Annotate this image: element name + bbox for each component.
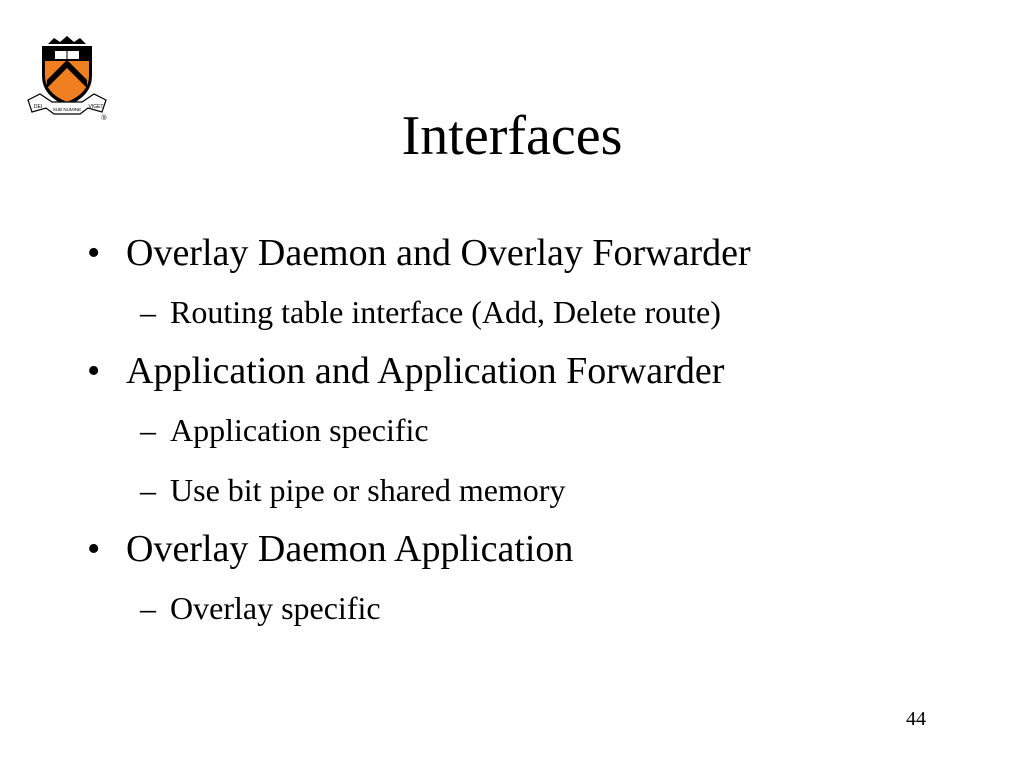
sub-marker: –: [140, 412, 156, 448]
bullet-item: • Overlay Daemon Application: [0, 520, 1024, 578]
motto-right: VIGET: [88, 104, 103, 110]
bullet-text: Overlay Daemon and Overlay Forwarder: [126, 232, 751, 274]
motto-center: SUB NUMINE: [53, 107, 81, 112]
shield-chevron: [47, 60, 87, 88]
sub-marker: –: [140, 294, 156, 330]
bullet-marker: •: [87, 350, 101, 392]
bullet-marker: •: [87, 528, 101, 570]
shield-crown: [48, 36, 86, 44]
sub-marker: –: [140, 472, 156, 508]
sub-text: Use bit pipe or shared memory: [170, 472, 566, 508]
page-number: 44: [906, 708, 926, 730]
sub-text: Overlay specific: [170, 590, 381, 626]
sub-item: – Application specific: [0, 400, 1024, 460]
sub-text: Application specific: [170, 412, 429, 448]
motto-left: DEI: [34, 104, 42, 110]
university-shield-logo: DEI SUB NUMINE VIGET ®: [27, 36, 107, 122]
bullet-list: • Overlay Daemon and Overlay Forwarder –…: [0, 224, 1024, 638]
shield-orange-field: [45, 49, 89, 102]
sub-text: Routing table interface (Add, Delete rou…: [170, 294, 721, 330]
sub-item: – Overlay specific: [0, 578, 1024, 638]
registered-mark: ®: [101, 114, 107, 122]
sub-item: – Routing table interface (Add, Delete r…: [0, 282, 1024, 342]
sub-item: – Use bit pipe or shared memory: [0, 460, 1024, 520]
bullet-item: • Overlay Daemon and Overlay Forwarder: [0, 224, 1024, 282]
slide-title: Interfaces: [401, 105, 623, 167]
bullet-item: • Application and Application Forwarder: [0, 342, 1024, 400]
bullet-text: Application and Application Forwarder: [126, 350, 725, 392]
motto-ribbon: [27, 93, 107, 115]
sub-marker: –: [140, 590, 156, 626]
bullet-marker: •: [87, 232, 101, 274]
bullet-text: Overlay Daemon Application: [126, 528, 574, 570]
